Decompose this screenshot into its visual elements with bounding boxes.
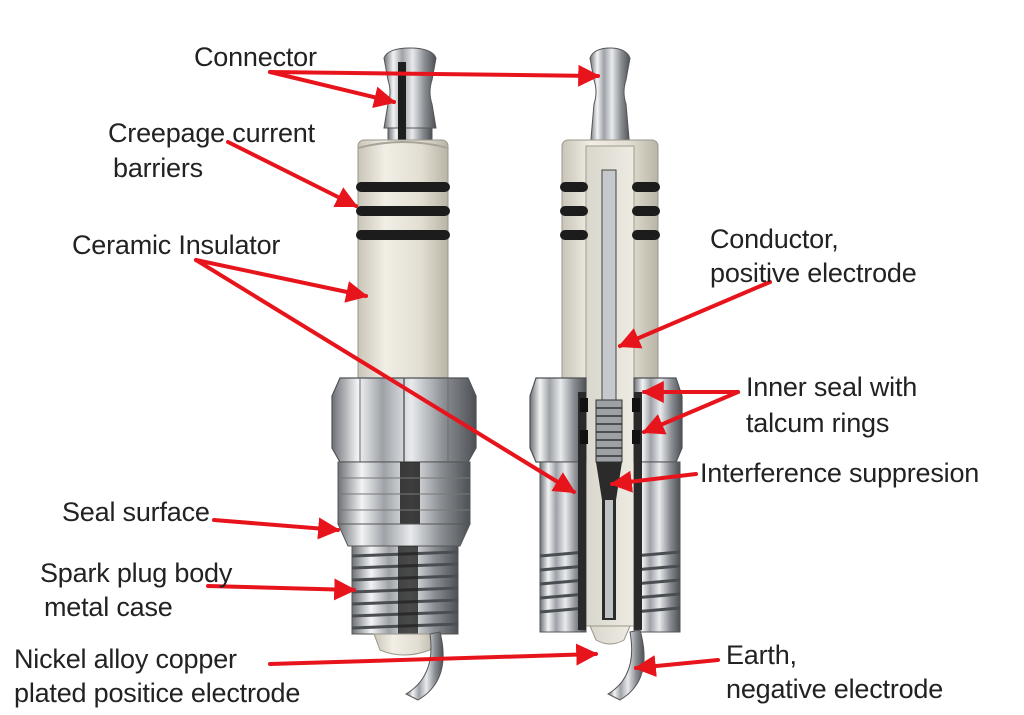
arrow-earth [633,655,720,678]
arrow-connector-right [268,64,601,87]
label-inner-seal-line2: talcum rings [746,408,890,438]
left-seal-surface [337,523,471,547]
label-inner-seal-line1: Inner seal with [746,372,918,402]
label-nickel-line1: Nickel alloy copper [14,644,237,674]
arrow-seal-surface [212,517,341,540]
arrow-body [206,578,357,601]
label-earth-line2: negative electrode [726,674,944,704]
right-creepage-rings [560,182,660,240]
left-ceramic-insulator [357,139,449,386]
label-body-line2: metal case [44,592,173,622]
talcum-rings [580,398,640,444]
left-spark-plug [331,47,477,701]
label-body-line1: Spark plug body [40,558,233,588]
center-conductor [601,169,617,421]
arrow-connector-left [268,70,397,109]
label-seal-surface: Seal surface [62,497,210,527]
arrow-ceramic-left [194,258,369,303]
label-conductor-line2: positive electrode [710,258,917,288]
arrow-interference [609,470,698,493]
callout-arrows [194,64,772,678]
arrow-ceramic-right [194,258,576,494]
label-connector: Connector [194,42,317,72]
left-threads [351,545,459,635]
left-connector-terminal [383,47,437,129]
label-nickel-line2: plated positice electrode [14,678,301,708]
right-hex-shell [529,377,587,463]
right-spark-plug-cutaway [529,47,683,701]
label-earth-line1: Earth, [726,640,797,670]
arrow-creepage [226,140,358,208]
label-conductor-line1: Conductor, [710,224,839,254]
label-creepage-line1: Creepage current [108,118,315,148]
label-interference: Interference suppresion [700,458,980,488]
right-connector-terminal [589,47,631,151]
arrow-conductor [617,280,772,349]
arrow-inner-seal-lower [641,390,740,435]
left-creepage-rings [356,182,450,240]
arrow-nickel [268,643,599,666]
label-ceramic-insulator: Ceramic Insulator [72,230,281,260]
label-creepage-line2: barriers [113,153,203,183]
